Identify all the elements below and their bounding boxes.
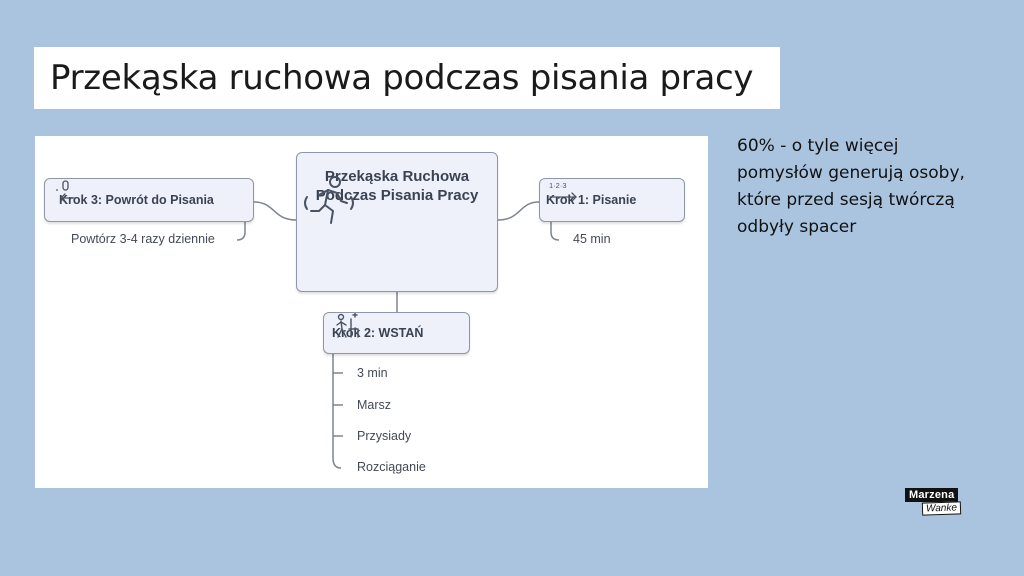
connector-center-step3 (253, 201, 297, 221)
slide-title-box: Przekąska ruchowa podczas pisania pracy (34, 47, 780, 109)
step2-leaf-1: 3 min (357, 366, 388, 380)
step3-leaf-1: Powtórz 3-4 razy dziennie (71, 232, 215, 246)
logo-surname-line: Wanke (921, 501, 962, 516)
logo-name-line: Marzena (905, 488, 959, 502)
statistic-text: 60% - o tyle więcej pomysłów generują os… (737, 136, 965, 237)
connector-step2-trunk (332, 354, 342, 469)
step2-leaf-4: Rozciąganie (357, 460, 426, 474)
slide-title: Przekąska ruchowa podczas pisania pracy (50, 58, 754, 98)
sequence-arrow-icon: 1·2·3 (549, 181, 577, 202)
step2-node: Krok 2: WSTAŃ (323, 312, 470, 354)
center-node: Przekąska Ruchowa Podczas Pisania Pracy (296, 152, 498, 292)
running-person-icon (304, 176, 354, 224)
stand-up-from-chair-icon (336, 313, 359, 338)
return-arrow-icon (56, 180, 76, 203)
connector-lines (236, 201, 560, 469)
connector-step3-leaf (236, 222, 246, 241)
mind-map-diagram: Przekąska Ruchowa Podczas Pisania Pracy … (35, 136, 708, 488)
step1-leaf-1: 45 min (573, 232, 611, 246)
step3-node: Krok 3: Powrót do Pisania (44, 178, 254, 222)
connector-step1-leaf (550, 222, 560, 241)
step3-label: Krok 3: Powrót do Pisania (59, 193, 214, 207)
step2-leaf-2: Marsz (357, 398, 392, 412)
step1-node: 1·2·3 Krok 1: Pisanie (539, 178, 685, 222)
center-node-title-line2: Podczas Pisania Pracy (315, 187, 479, 204)
sequence-icon-text: 1·2·3 (549, 181, 567, 190)
center-node-title-line1: Przekąska Ruchowa (324, 168, 470, 185)
connector-center-step1 (497, 201, 540, 221)
step2-leaf-3: Przysiady (357, 429, 412, 443)
brand-logo: Marzena Wanke (905, 488, 965, 520)
